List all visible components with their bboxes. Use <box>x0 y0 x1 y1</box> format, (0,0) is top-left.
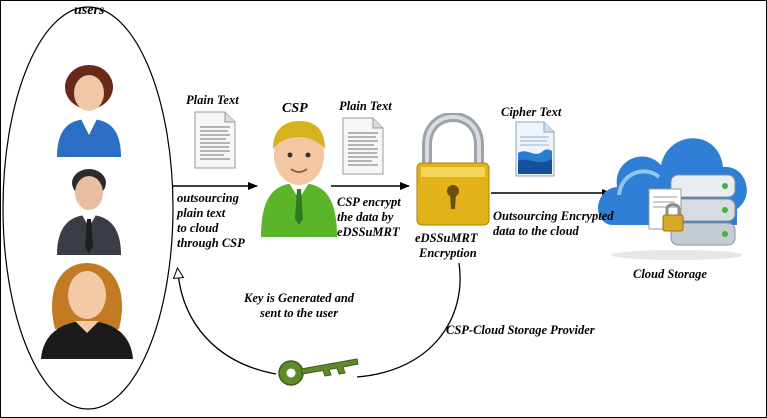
male-user-icon <box>57 169 121 255</box>
csp-person-icon <box>261 121 337 237</box>
plain-text-label: Plain Text <box>186 93 239 107</box>
outsourcing-label: outsourcing plain text to cloud through … <box>177 191 245 250</box>
female-user-icon <box>57 65 121 157</box>
cloud-storage-label: Cloud Storage <box>633 267 707 281</box>
cipher-document-icon <box>515 121 555 177</box>
cipher-text-label: Cipher Text <box>501 105 562 119</box>
csp-encrypt-label: CSP encrypt the data by eDSSuMRT <box>337 195 401 239</box>
plain-text-label: Plain Text <box>339 99 392 113</box>
cloud-storage-icon <box>598 138 747 260</box>
csp-label: CSP <box>282 101 308 116</box>
document-icon <box>194 111 236 169</box>
padlock-icon <box>416 113 490 226</box>
document-icon <box>342 117 384 175</box>
users-ellipse <box>2 6 174 410</box>
arrow-key-to-users <box>178 273 277 375</box>
users-label: users <box>74 3 105 18</box>
encryption-label: eDSSuMRT Encryption <box>415 231 478 260</box>
csp-definition-label: CSP-Cloud Storage Provider <box>446 323 595 337</box>
female-user-icon <box>41 263 133 359</box>
outsourcing-encrypted-label: Outsourcing Encrypted data to the cloud <box>493 209 614 238</box>
curve-lock-to-key <box>356 262 461 378</box>
key-icon <box>278 358 359 386</box>
key-generated-label: Key is Generated and sent to the user <box>244 291 355 320</box>
server-stack <box>670 174 736 246</box>
